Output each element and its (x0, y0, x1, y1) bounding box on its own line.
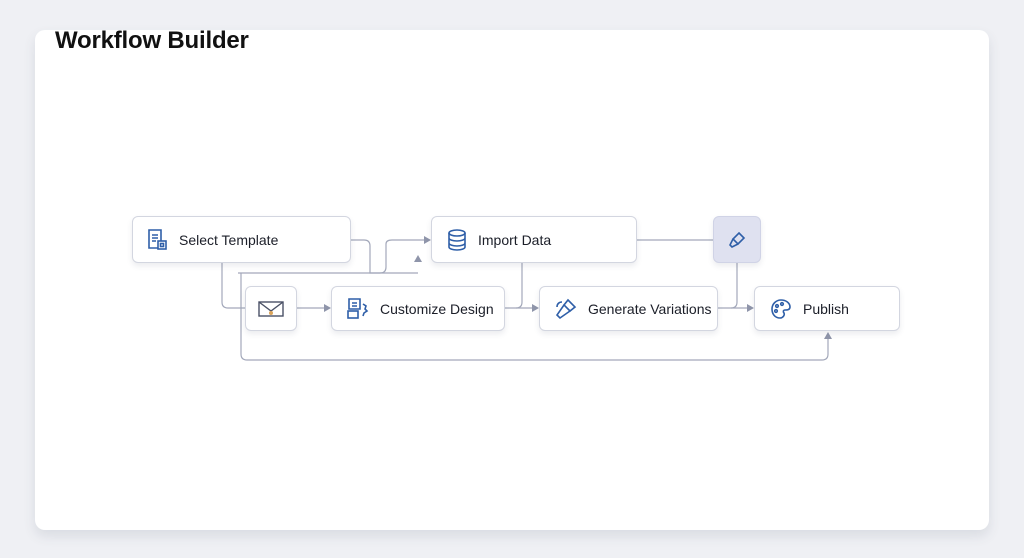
arrow-head (747, 304, 754, 312)
arrow-head (824, 332, 832, 339)
node-label: Import Data (478, 231, 552, 248)
node-label: Generate Variations (588, 300, 712, 317)
arrow-head (532, 304, 539, 312)
node-import-data[interactable]: Import Data (431, 216, 637, 263)
node-edit[interactable] (713, 216, 761, 263)
connector-loop-bottom (240, 273, 829, 361)
brush-icon (555, 298, 577, 319)
template-icon (148, 228, 167, 250)
node-email[interactable] (245, 286, 297, 331)
node-label: Select Template (179, 231, 279, 248)
node-label: Publish (803, 300, 849, 317)
node-select-template[interactable]: Select Template (132, 216, 351, 263)
node-publish[interactable]: Publish (754, 286, 900, 331)
arrow-head (424, 236, 431, 244)
palette-icon (771, 298, 791, 319)
connector-import-to-generate (515, 263, 523, 309)
node-label: Customize Design (380, 300, 494, 317)
pen-icon (729, 231, 746, 248)
connector-select-to-import (351, 239, 426, 274)
connector-select-to-mail (221, 263, 245, 309)
database-icon (448, 228, 466, 251)
page-title: Workflow Builder (55, 27, 249, 54)
node-customize-design[interactable]: Customize Design (331, 286, 505, 331)
node-generate-variations[interactable]: Generate Variations (539, 286, 718, 331)
envelope-icon (258, 300, 284, 317)
arrow-head (414, 255, 422, 262)
canvas-card (35, 30, 989, 530)
design-icon (347, 297, 369, 319)
arrow-head (324, 304, 331, 312)
connector-pen-to-publish (730, 263, 738, 309)
